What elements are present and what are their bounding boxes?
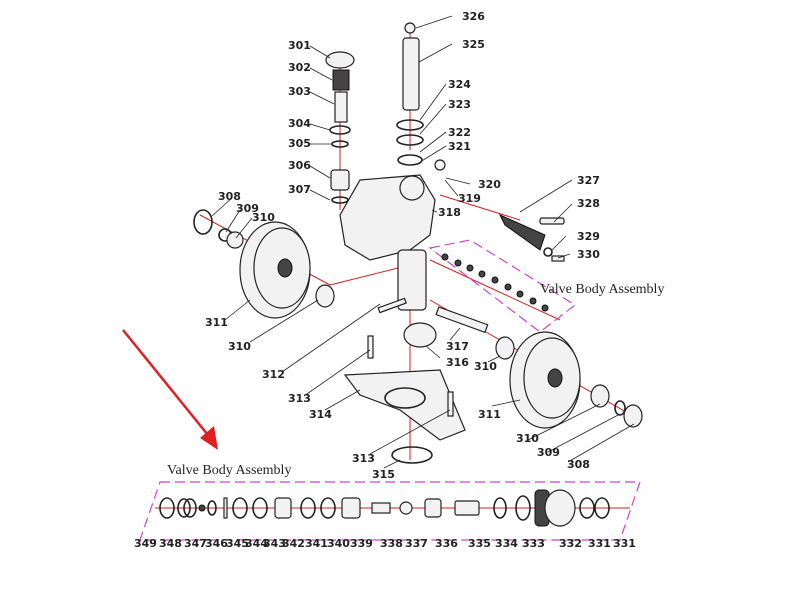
part-label: 308 bbox=[218, 190, 241, 203]
row-part-label: 349 bbox=[134, 537, 157, 550]
row-part-label: 348 bbox=[159, 537, 182, 550]
part-label: 326 bbox=[462, 10, 485, 23]
part-label: 330 bbox=[577, 248, 600, 261]
part-label: 302 bbox=[288, 61, 311, 74]
upper-assembly-label: Valve Body Assembly bbox=[540, 282, 664, 297]
part-label: 305 bbox=[288, 137, 311, 150]
row-part-label: 338 bbox=[380, 537, 403, 550]
row-part-label: 334 bbox=[495, 537, 518, 550]
row-part-label: 345 bbox=[226, 537, 249, 550]
part-label: 327 bbox=[577, 174, 600, 187]
row-part-label: 336 bbox=[435, 537, 458, 550]
spring-column-parts bbox=[325, 51, 355, 204]
row-part-label: 331 bbox=[588, 537, 611, 550]
part-label: 324 bbox=[448, 78, 471, 91]
handle-bracket-part bbox=[498, 213, 565, 262]
part-label: 328 bbox=[577, 197, 600, 210]
upper-valve-internals bbox=[441, 253, 549, 312]
part-label: 315 bbox=[372, 468, 395, 481]
part-label: 309 bbox=[236, 202, 259, 215]
part-label: 312 bbox=[262, 368, 285, 381]
part-label: 303 bbox=[288, 85, 311, 98]
part-label: 319 bbox=[458, 192, 481, 205]
row-part-label: 335 bbox=[468, 537, 491, 550]
part-label: 314 bbox=[309, 408, 332, 421]
part-label: 310 bbox=[228, 340, 251, 353]
pump-rod-part bbox=[402, 22, 420, 111]
part-label: 316 bbox=[446, 356, 469, 369]
part-label: 313 bbox=[352, 452, 375, 465]
lower-assembly-label: Valve Body Assembly bbox=[167, 463, 291, 478]
row-part-label: 341 bbox=[305, 537, 328, 550]
row-part-label: 347 bbox=[184, 537, 207, 550]
left-wheel-part bbox=[193, 209, 335, 319]
part-label: 322 bbox=[448, 126, 471, 139]
part-label: 329 bbox=[577, 230, 600, 243]
row-part-label: 344 bbox=[245, 537, 268, 550]
part-label: 323 bbox=[448, 98, 471, 111]
part-label: 313 bbox=[288, 392, 311, 405]
pins-and-shafts bbox=[367, 297, 515, 360]
right-wheel-part bbox=[509, 331, 643, 429]
leader-lines bbox=[211, 15, 635, 469]
part-number-labels: 326 325 324 323 322 321 320 319 318 301 … bbox=[205, 10, 600, 481]
part-label: 325 bbox=[462, 38, 485, 51]
seal-rings-upper bbox=[396, 119, 424, 166]
row-part-label: 346 bbox=[205, 537, 228, 550]
part-label: 309 bbox=[537, 446, 560, 459]
lower-valve-body-parts bbox=[159, 489, 610, 527]
part-label: 310 bbox=[474, 360, 497, 373]
part-label: 311 bbox=[478, 408, 501, 421]
pump-body-part bbox=[339, 159, 446, 311]
row-part-label: 340 bbox=[327, 537, 350, 550]
row-part-label: 331 bbox=[613, 537, 636, 550]
red-arrow-icon bbox=[122, 329, 218, 450]
row-part-label: 337 bbox=[405, 537, 428, 550]
part-label: 310 bbox=[516, 432, 539, 445]
part-label: 317 bbox=[446, 340, 469, 353]
part-label: 321 bbox=[448, 140, 471, 153]
part-label: 320 bbox=[478, 178, 501, 191]
row-part-label: 342 bbox=[282, 537, 305, 550]
part-label: 301 bbox=[288, 39, 311, 52]
part-label: 304 bbox=[288, 117, 311, 130]
part-label: 311 bbox=[205, 316, 228, 329]
part-label: 307 bbox=[288, 183, 311, 196]
row-part-label: 333 bbox=[522, 537, 545, 550]
part-label: 310 bbox=[252, 211, 275, 224]
row-part-label: 332 bbox=[559, 537, 582, 550]
part-label: 306 bbox=[288, 159, 311, 172]
part-label: 308 bbox=[567, 458, 590, 471]
row-part-label: 343 bbox=[263, 537, 286, 550]
row-part-label: 339 bbox=[350, 537, 373, 550]
part-label: 318 bbox=[438, 206, 461, 219]
fork-base-part bbox=[343, 369, 466, 464]
lower-valve-body-outline bbox=[139, 481, 641, 541]
